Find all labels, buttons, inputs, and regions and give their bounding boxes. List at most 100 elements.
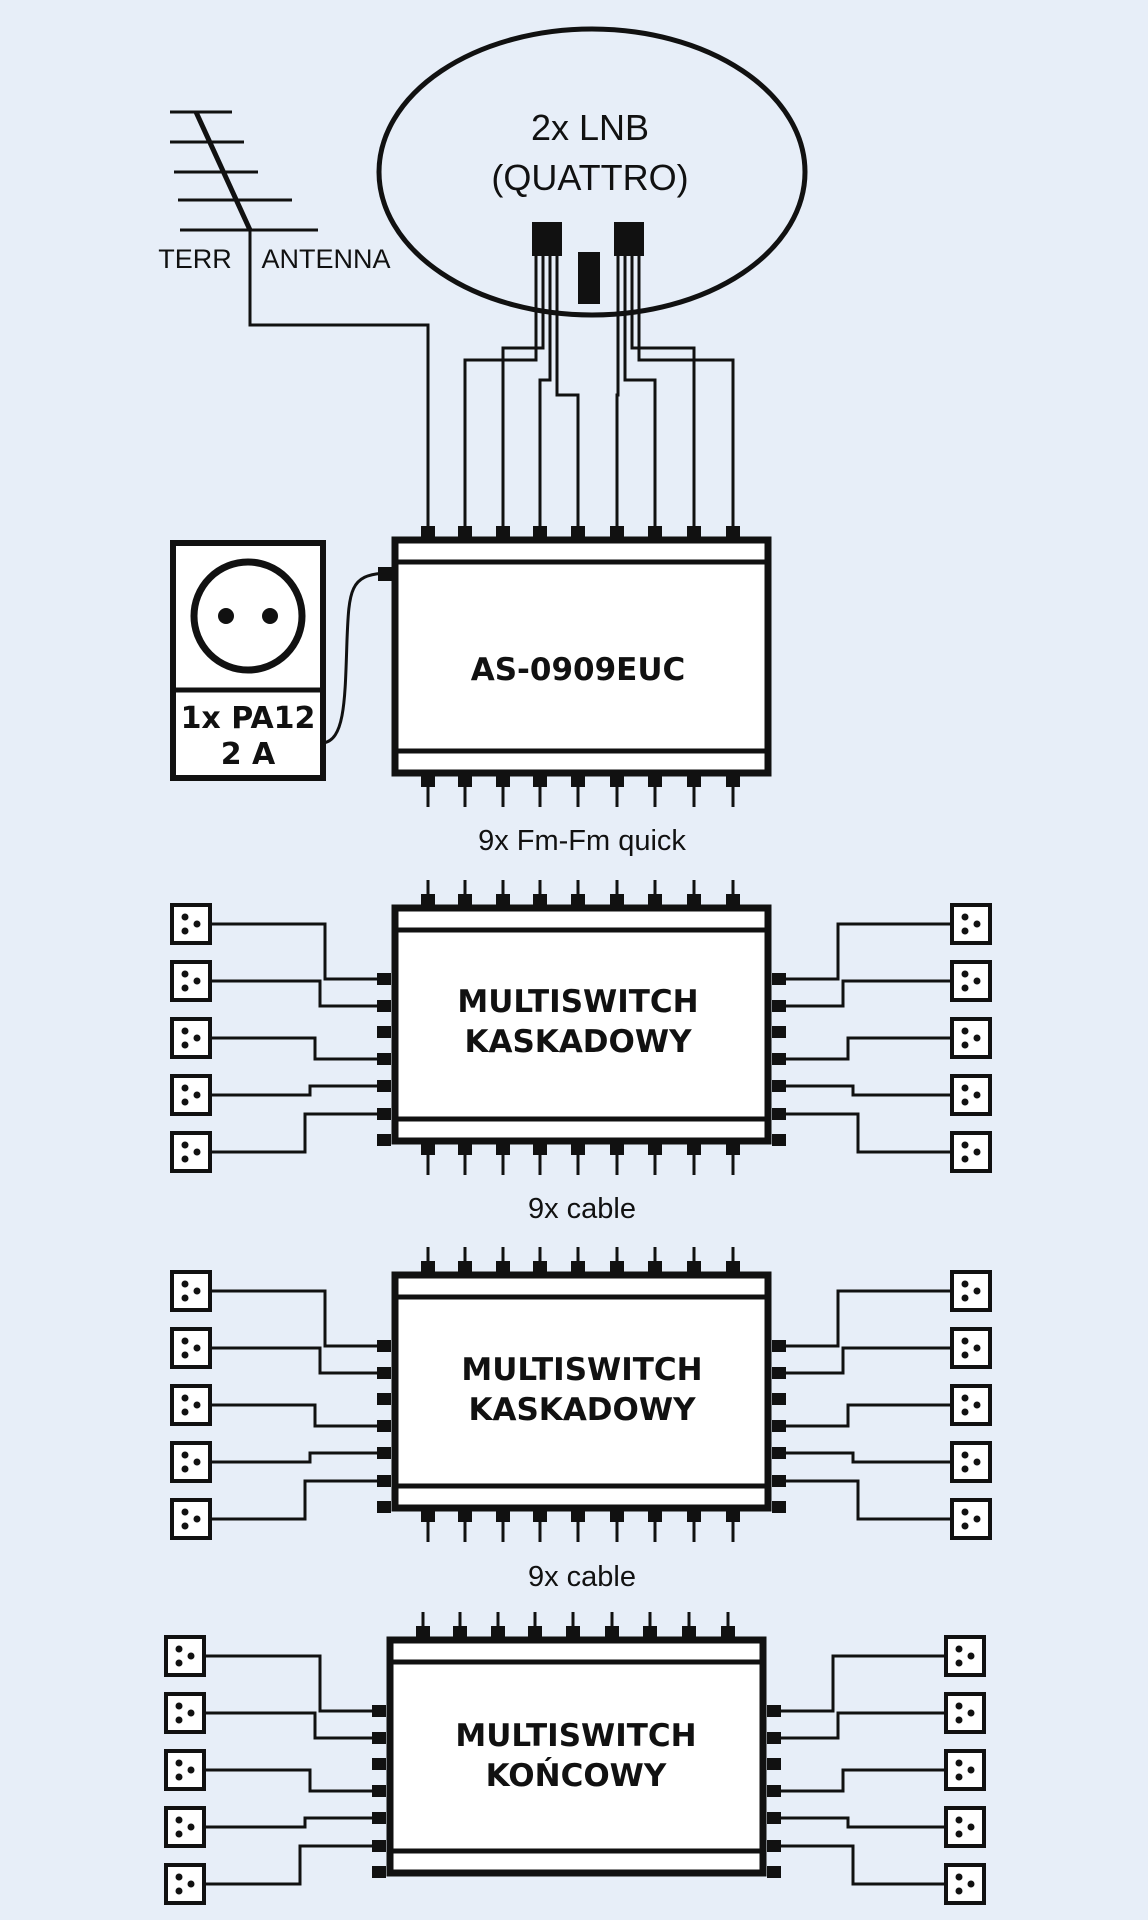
trunk-output-connector [458, 1141, 472, 1155]
side-connector-right [767, 1785, 781, 1797]
trunk-output-connector [533, 773, 547, 787]
switch2-outlet-cable-right [786, 1451, 952, 1464]
lnb-head-right [614, 222, 644, 256]
antenna-label-terr: TERR [158, 244, 232, 274]
switch3-outlet-cable-right [781, 1844, 946, 1886]
trunk-output-connector [726, 1141, 740, 1155]
input-connector [610, 526, 624, 540]
switch1-outlet-cable-left [210, 1084, 377, 1097]
switch2-label-line1: MULTISWITCH [461, 1352, 702, 1388]
link3-label: 9x cable [528, 1561, 636, 1593]
lnb-left-cable [463, 256, 538, 525]
input-connector [610, 894, 624, 908]
side-connector-left [377, 1475, 391, 1487]
input-connector [491, 1626, 505, 1640]
side-connector-left [372, 1785, 386, 1797]
input-connector [421, 1261, 435, 1275]
side-connector-right [767, 1705, 781, 1717]
switch1-label-line2: KASKADOWY [464, 1024, 692, 1060]
side-connector-right [772, 973, 786, 985]
switch3-outlet-right-icon [944, 1863, 986, 1905]
input-connector [726, 894, 740, 908]
input-connector [648, 1261, 662, 1275]
switch2-label-line2: KASKADOWY [468, 1392, 696, 1428]
switch1-outlet-cable-right [786, 1112, 952, 1154]
side-connector-left [377, 1000, 391, 1012]
trunk-output-connector [458, 1508, 472, 1522]
trunk-output-connector [571, 773, 585, 787]
switch3-label-line1: MULTISWITCH [455, 1718, 696, 1754]
side-connector-left [372, 1812, 386, 1824]
lnb-left-cable [538, 256, 552, 525]
switch3-outlet-cable-left [204, 1844, 372, 1886]
switch2-outlet-cable-right [786, 1289, 952, 1348]
switch3-outlet-right-icon [944, 1749, 986, 1791]
side-connector-left [377, 1053, 391, 1065]
side-connector-right [767, 1758, 781, 1770]
input-connector [682, 1626, 696, 1640]
lnb-dish-outline [376, 26, 808, 318]
switch1-outlet-left-icon [170, 1074, 212, 1116]
switch1-outlet-right-icon [950, 960, 992, 1002]
lnb-left-cable [501, 256, 545, 525]
switch2-outlet-cable-left [210, 1479, 377, 1521]
switch3-box [386, 1612, 767, 1877]
switch3-outlet-cable-right [781, 1768, 946, 1793]
side-connector-left [377, 1026, 391, 1038]
side-connector-left [377, 1393, 391, 1405]
switch2-outlet-cable-left [210, 1289, 377, 1348]
trunk-output-connector [571, 1508, 585, 1522]
lnb-right-cable [637, 256, 735, 525]
switch1-outlet-left-icon [170, 1131, 212, 1173]
side-connector-right [772, 1475, 786, 1487]
input-connector [533, 526, 547, 540]
switch3-outlet-cable-right [781, 1711, 946, 1740]
switch2-outlet-left-icon [170, 1384, 212, 1426]
switch2-outlet-cable-left [210, 1403, 377, 1428]
lnb-right-cable [630, 256, 696, 525]
switch3-outlet-left-icon [164, 1749, 206, 1791]
switch2-outlet-left-icon [170, 1441, 212, 1483]
input-connector [533, 894, 547, 908]
side-connector-right [772, 1053, 786, 1065]
input-connector [416, 1626, 430, 1640]
switch1-outlet-left-icon [170, 960, 212, 1002]
side-connector-left [372, 1840, 386, 1852]
lnb-head-left [532, 222, 562, 256]
input-connector [687, 1261, 701, 1275]
input-connector [421, 526, 435, 540]
lnb-left-cable [555, 256, 580, 525]
lnb-right-cable [623, 256, 657, 525]
switch1-label-line1: MULTISWITCH [457, 984, 698, 1020]
switch1-outlet-cable-right [786, 1084, 952, 1097]
input-connector [571, 894, 585, 908]
input-connector [458, 526, 472, 540]
input-connector [571, 526, 585, 540]
side-connector-left [377, 1367, 391, 1379]
trunk-output-connector [726, 1508, 740, 1522]
switch3-outlet-left-icon [164, 1635, 206, 1677]
switch2-outlet-cable-right [786, 1479, 952, 1521]
switch3-outlet-right-icon [944, 1635, 986, 1677]
switch2-outlet-right-icon [950, 1270, 992, 1312]
trunk-output-connector [687, 773, 701, 787]
switch1-outlet-right-icon [950, 1074, 992, 1116]
input-connector [528, 1626, 542, 1640]
trunk-output-connector [496, 1508, 510, 1522]
trunk-output-connector [421, 773, 435, 787]
side-connector-right [772, 1026, 786, 1038]
side-connector-right [767, 1812, 781, 1824]
input-connector [726, 1261, 740, 1275]
switch1-outlet-cable-left [210, 1036, 377, 1061]
switch1-outlet-cable-right [786, 979, 952, 1008]
side-connector-right [772, 1080, 786, 1092]
switch2-outlet-right-icon [950, 1441, 992, 1483]
side-connector-left [372, 1705, 386, 1717]
input-connector [687, 894, 701, 908]
switch2-outlet-cable-left [210, 1346, 377, 1375]
switch1-outlet-cable-left [210, 1112, 377, 1154]
switch3-outlet-left-icon [164, 1863, 206, 1905]
input-connector [458, 894, 472, 908]
input-connector [496, 1261, 510, 1275]
